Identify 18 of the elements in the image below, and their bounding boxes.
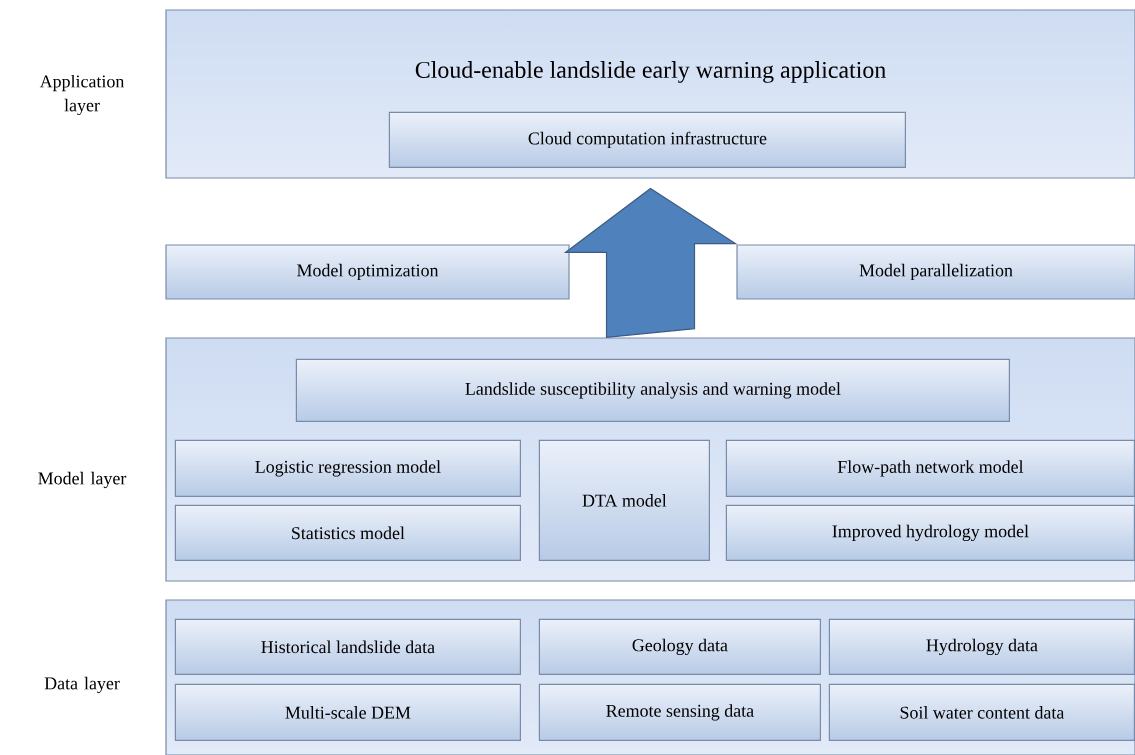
layer-label: Model layer — [38, 471, 127, 489]
text-box: Geology data — [538, 618, 821, 675]
layer-label: Data layer — [44, 676, 120, 694]
text-box: Remote sensing data — [538, 683, 821, 741]
text-box: Landslide susceptibility analysis and warning model — [295, 358, 1010, 422]
text-box: Improved hydrology model — [725, 504, 1135, 561]
layer-label: Application layer — [39, 74, 125, 116]
text-box: Cloud computation infrastructure — [388, 111, 906, 168]
text-box: Multi-scale DEM — [174, 683, 521, 741]
text-box: Logistic regression model — [174, 439, 521, 497]
text-box: Soil water content data — [828, 683, 1135, 741]
text-box: Statistics model — [174, 504, 521, 561]
text-box: Hydrology data — [828, 618, 1135, 675]
text-box: DTA model — [538, 439, 710, 561]
text-box: Historical landslide data — [174, 618, 521, 675]
text-box: Flow-path network model — [725, 439, 1135, 497]
text-box: Model optimization — [165, 244, 570, 300]
text-box: Model parallelization — [736, 244, 1135, 300]
